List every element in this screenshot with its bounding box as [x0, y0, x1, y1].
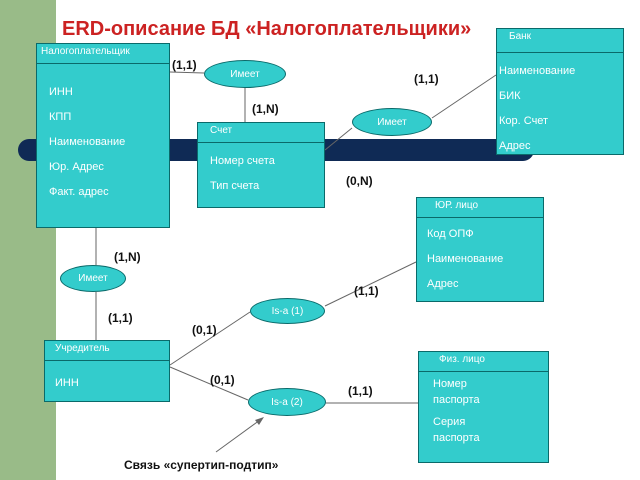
entity-legal-person: ЮР. лицо Код ОПФ Наименование Адрес [416, 197, 544, 302]
relationship-bank-account: Имеет [352, 108, 432, 136]
legal-attr-opf-code: Код ОПФ [427, 228, 474, 240]
natural-attr-passport-series: Серия паспорта [433, 416, 480, 444]
entity-taxpayer: Налогоплательщик ИНН КПП Наименование Юр… [36, 43, 170, 228]
entity-natural-person: Физ. лицо Номер паспорта Серия паспорта [418, 351, 549, 463]
natural-attr-passport-number: Номер паспорта [433, 378, 480, 406]
taxpayer-attr-legal-address: Юр. Адрес [49, 161, 104, 173]
cardinality-founder-isa2: (0,1) [210, 373, 235, 387]
connector-founder-isa1 [169, 311, 251, 366]
supertype-subtype-caption: Связь «супертип-подтип» [124, 458, 279, 472]
taxpayer-attr-name: Наименование [49, 136, 126, 148]
relationship-isa-1: Is-a (1) [250, 298, 325, 324]
account-attr-number: Номер счета [210, 155, 275, 167]
cardinality-taxpayer-has: (1,1) [172, 58, 197, 72]
founder-attr-inn: ИНН [55, 377, 79, 389]
page-title: ERD-описание БД «Налогоплательщики» [62, 18, 472, 40]
cardinality-legal: (1,1) [354, 284, 379, 298]
taxpayer-attr-inn: ИНН [49, 86, 73, 98]
taxpayer-attr-kpp: КПП [49, 111, 72, 123]
entity-founder: Учредитель ИНН [44, 340, 170, 402]
legal-attr-name: Наименование [427, 253, 504, 265]
cardinality-taxpayer-founder: (1,N) [114, 250, 141, 264]
cardinality-natural: (1,1) [348, 384, 373, 398]
relationship-isa-2: Is-a (2) [248, 388, 326, 416]
connector-founder-isa2 [169, 366, 249, 401]
bank-attr-name: Наименование [499, 65, 576, 77]
entity-account: Счет Номер счета Тип счета [197, 122, 325, 208]
account-attr-type: Тип счета [210, 180, 260, 192]
entity-legal-person-name: ЮР. лицо [417, 198, 543, 218]
caption-arrow [215, 419, 261, 453]
bank-attr-bik: БИК [499, 90, 521, 102]
entity-natural-person-name: Физ. лицо [419, 352, 548, 372]
relationship-taxpayer-account: Имеет [204, 60, 286, 88]
cardinality-founder: (1,1) [108, 311, 133, 325]
entity-founder-name: Учредитель [45, 341, 169, 361]
entity-bank-name: Банк [497, 29, 623, 53]
connector-account-bankrel [324, 127, 353, 151]
connector-isa1-legal [324, 261, 417, 307]
legal-attr-address: Адрес [427, 278, 459, 290]
cardinality-founder-isa1: (0,1) [192, 323, 217, 337]
connector-taxpayer-has [169, 71, 205, 74]
cardinality-has-account: (1,N) [252, 102, 279, 116]
caption-arrowhead [255, 417, 264, 425]
cardinality-account-bank: (0,N) [346, 174, 373, 188]
bank-attr-corr-account: Кор. Счет [499, 115, 549, 127]
cardinality-bank: (1,1) [414, 72, 439, 86]
entity-account-name: Счет [198, 123, 324, 143]
relationship-taxpayer-founder: Имеет [60, 265, 126, 292]
connector-bankrel-bank [431, 74, 497, 119]
entity-bank: Банк Наименование БИК Кор. Счет Адрес [496, 28, 624, 155]
entity-taxpayer-name: Налогоплательщик [37, 44, 169, 64]
bank-attr-address: Адрес [499, 140, 531, 152]
taxpayer-attr-actual-address: Факт. адрес [49, 186, 109, 198]
